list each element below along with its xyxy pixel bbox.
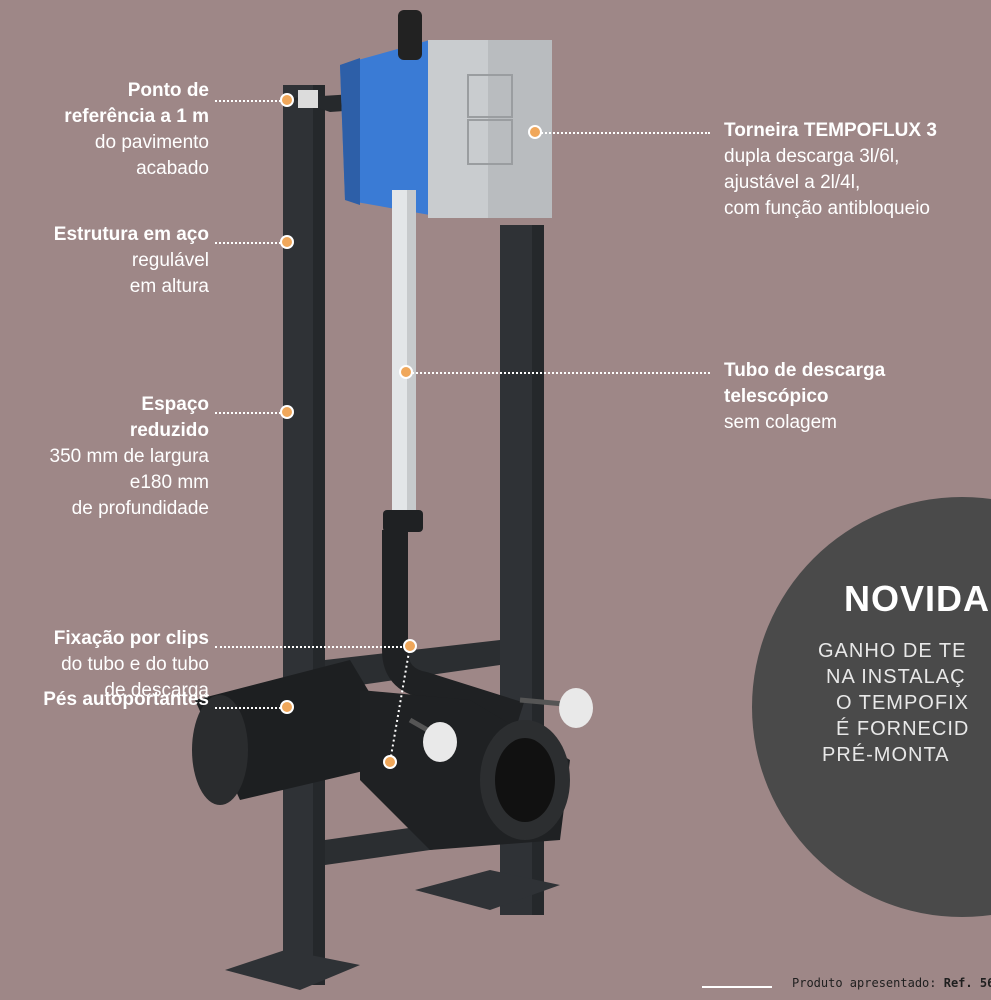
frame-crossbar-upper	[325, 640, 500, 690]
marker-tube[interactable]	[399, 365, 413, 379]
callout-reduced-space: Espaço reduzido 350 mm de largura e180 m…	[50, 392, 209, 522]
badge-line-1: GANHO DE TE	[818, 640, 967, 662]
badge-line-4: É FORNECID	[836, 718, 970, 740]
callout-space-desc-line3: de profundidade	[71, 498, 209, 519]
callout-steel-structure: Estrutura em aço regulável em altura	[54, 222, 209, 300]
callout-space-desc-line2: e180 mm	[129, 472, 209, 493]
flush-button-top	[467, 74, 513, 118]
callout-clips-desc-line2: de descarga	[104, 680, 209, 701]
marker-structure[interactable]	[280, 235, 294, 249]
callout-clips-title: Fixação por clips	[53, 628, 209, 649]
footer-rule	[702, 986, 772, 988]
marker-feet[interactable]	[280, 700, 294, 714]
foot-right	[415, 870, 560, 910]
callout-tempoflux-tap: Torneira TEMPOFLUX 3 dupla descarga 3l/6…	[724, 118, 937, 222]
leader-clips	[215, 646, 410, 648]
leader-clips-diagonal	[389, 645, 411, 763]
callout-tube-desc-line1: sem colagem	[724, 412, 837, 433]
callout-tube-title-line1: Tubo de descarga	[724, 360, 886, 381]
callout-space-desc-line1: 350 mm de largura	[49, 446, 209, 467]
badge-line-5: PRÉ-MONTA	[822, 744, 950, 766]
callout-structure-desc-line2: em altura	[129, 276, 209, 297]
leader-feet	[215, 707, 285, 709]
callout-reference-title-line2: referência a 1 m	[64, 106, 209, 127]
callout-tap-desc-line2: ajustável a 2l/4l,	[724, 172, 861, 193]
callout-tube-title-line2: telescópico	[724, 386, 829, 407]
leader-space	[215, 412, 285, 414]
product-reference-label: Produto apresentado:	[792, 976, 937, 990]
frame-left-upright-edge	[313, 85, 325, 985]
callout-reference-point: Ponto de referência a 1 m do pavimento a…	[64, 78, 209, 182]
badge-line-2: NA INSTALAÇ	[826, 666, 966, 688]
marker-clips-lower[interactable]	[383, 755, 397, 769]
callout-clip-fixing: Fixação por clips do tubo e do tubo de d…	[54, 626, 209, 704]
flush-elbow	[382, 530, 524, 728]
reference-marker	[298, 90, 318, 108]
leader-reference	[215, 100, 285, 102]
badge-line-3: O TEMPOFIX	[836, 692, 969, 714]
marker-clips[interactable]	[403, 639, 417, 653]
flush-plate-highlight	[428, 40, 488, 218]
top-fitting	[398, 10, 422, 60]
marker-tap[interactable]	[528, 125, 542, 139]
leader-structure	[215, 242, 285, 244]
callout-tap-desc-line3: com função antibloqueio	[724, 198, 930, 219]
valve-box	[340, 40, 430, 215]
callout-space-title-line2: reduzido	[129, 420, 209, 441]
fixing-cap-right	[559, 688, 593, 728]
callout-reference-title-line1: Ponto de	[127, 80, 209, 101]
callout-structure-title: Estrutura em aço	[53, 224, 209, 245]
callout-reference-desc-line2: acabado	[136, 158, 209, 179]
callout-space-title-line1: Espaço	[141, 394, 209, 415]
flush-button-bottom	[467, 119, 513, 165]
waste-pipe	[195, 660, 410, 800]
leader-tap	[538, 132, 710, 134]
callout-feet-title: Pés autoportantes	[43, 689, 209, 710]
callout-self-supporting-feet: Pés autoportantes	[43, 687, 209, 713]
leader-tube	[408, 372, 710, 374]
callout-structure-desc-line1: regulável	[131, 250, 209, 271]
product-reference: Produto apresentado: Ref. 56	[792, 976, 991, 990]
marker-reference[interactable]	[280, 93, 294, 107]
valve-box-side	[340, 58, 360, 205]
callout-clips-desc-line1: do tubo e do tubo	[61, 654, 209, 675]
callout-tap-title: Torneira TEMPOFLUX 3	[724, 120, 937, 141]
pan-connector-inner	[495, 738, 555, 822]
tube-collar	[383, 510, 423, 532]
fixing-cap-left	[423, 722, 457, 762]
badge-title: NOVIDAD	[844, 578, 991, 619]
callout-telescopic-tube: Tubo de descarga telescópico sem colagem	[724, 358, 885, 436]
callout-reference-desc-line1: do pavimento	[94, 132, 209, 153]
foot-left	[225, 950, 360, 990]
waste-pipe-mouth	[192, 695, 248, 805]
product-reference-code: Ref. 56	[943, 976, 991, 990]
marker-space[interactable]	[280, 405, 294, 419]
telescopic-tube-shade	[407, 190, 416, 515]
callout-tap-desc-line1: dupla descarga 3l/6l,	[724, 146, 900, 167]
